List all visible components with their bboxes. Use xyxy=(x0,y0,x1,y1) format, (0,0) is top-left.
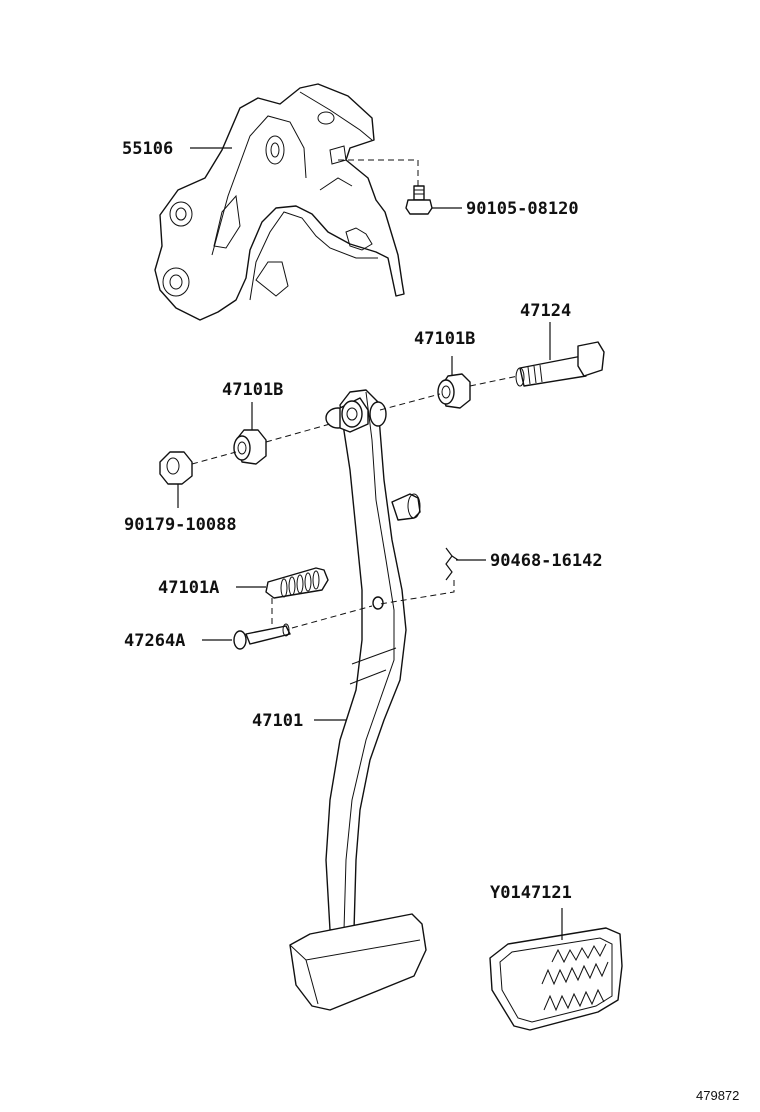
collar-47101b-right xyxy=(437,373,471,409)
label-55106: 55106 xyxy=(122,139,173,159)
label-90179-10088: 90179-10088 xyxy=(124,515,237,535)
pedal-pad xyxy=(489,927,623,1031)
label-47101: 47101 xyxy=(252,711,303,731)
brake-pedal-arm xyxy=(289,389,427,1011)
clip-90468 xyxy=(445,547,459,581)
spring-47101a xyxy=(265,567,329,599)
label-47101b-right: 47101B xyxy=(414,329,475,349)
label-47101a: 47101A xyxy=(158,578,219,598)
bolt-47124 xyxy=(515,341,605,387)
label-47264a: 47264A xyxy=(124,631,185,651)
label-90468-16142: 90468-16142 xyxy=(490,551,603,571)
nut-90179 xyxy=(159,451,193,485)
label-47101b-left: 47101B xyxy=(222,380,283,400)
pin-47264a xyxy=(233,623,291,650)
label-90105-08120: 90105-08120 xyxy=(466,199,579,219)
collar-47101b-left xyxy=(233,429,267,465)
figure-id: 479872 xyxy=(696,1088,739,1103)
pedal-bracket xyxy=(154,83,405,321)
label-y0147121: Y0147121 xyxy=(490,883,572,903)
bolt-90105 xyxy=(405,185,433,215)
label-47124: 47124 xyxy=(520,301,571,321)
